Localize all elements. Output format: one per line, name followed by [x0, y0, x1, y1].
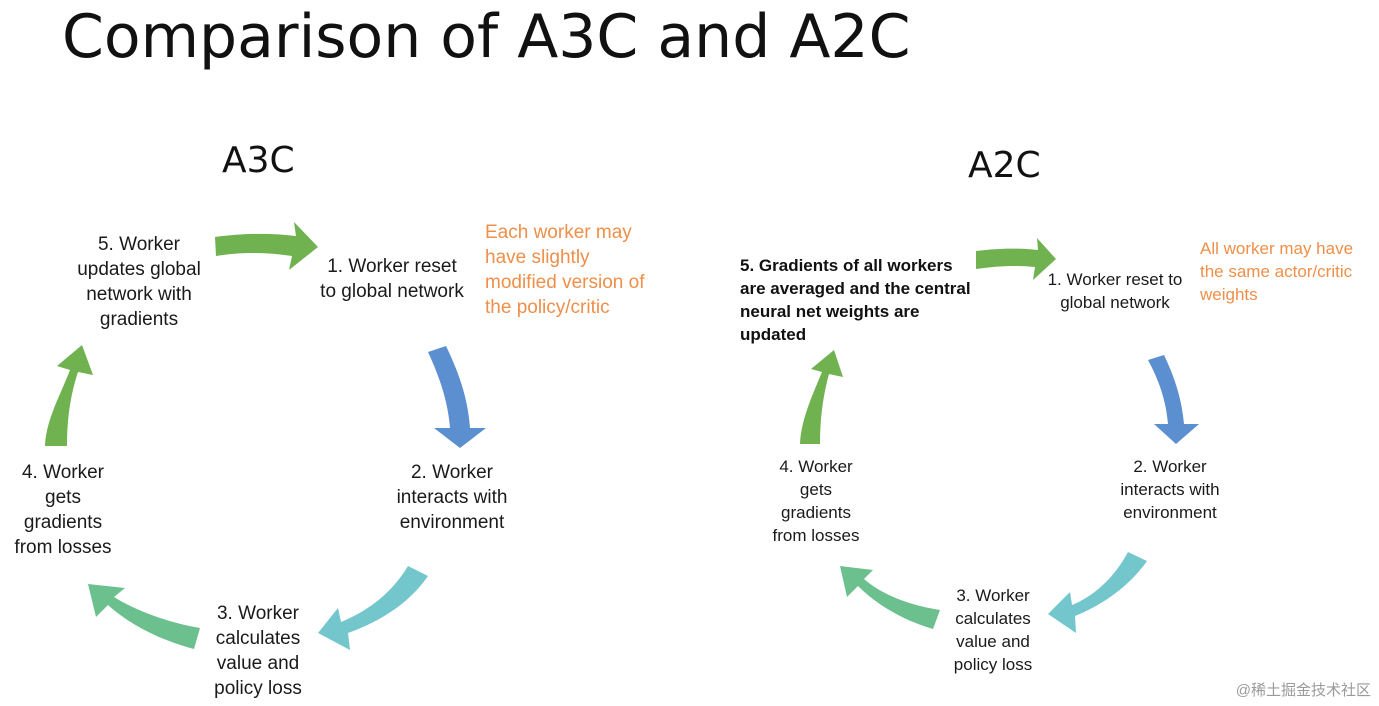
- a2c-arrow-2-to-3: [1048, 552, 1147, 633]
- a2c-step-2: 2. Worker interacts with environment: [1120, 457, 1220, 522]
- a2c-step-5: 5. Gradients of all workers are averaged…: [740, 256, 971, 344]
- a2c-arrow-4-to-5: [800, 350, 843, 444]
- a3c-step-3: 3. Worker calculates value and policy lo…: [214, 603, 302, 699]
- a3c-step-1: 1. Worker reset to global network: [320, 256, 464, 302]
- watermark: @稀土掘金技术社区: [1235, 682, 1371, 699]
- a2c-step-3: 3. Worker calculates value and policy lo…: [953, 586, 1033, 674]
- a3c-step-5: 5. Worker updates global network with gr…: [77, 234, 201, 330]
- a3c-heading: A3C: [222, 140, 295, 181]
- a3c-arrow-4-to-5: [45, 345, 93, 446]
- a2c-note: All worker may have the same actor/criti…: [1200, 239, 1354, 304]
- a3c-arrow-2-to-3: [318, 566, 428, 650]
- a2c-arrow-3-to-4: [840, 566, 940, 629]
- page-title: Comparison of A3C and A2C: [62, 2, 911, 72]
- a3c-arrow-1-to-2: [428, 346, 486, 448]
- a2c-step-1: 1. Worker reset to global network: [1047, 270, 1183, 312]
- a3c-arrow-3-to-4: [88, 584, 200, 649]
- a2c-arrow-1-to-2: [1148, 355, 1199, 444]
- a2c-arrow-5-to-1: [976, 238, 1056, 280]
- a2c-step-4: 4. Worker gets gradients from losses: [772, 457, 860, 545]
- a3c-note: Each worker may have slightly modified v…: [485, 222, 645, 318]
- a2c-heading: A2C: [968, 145, 1041, 186]
- a3c-step-2: 2. Worker interacts with environment: [396, 462, 508, 533]
- a3c-arrow-5-to-1: [215, 222, 318, 270]
- a3c-step-4: 4. Worker gets gradients from losses: [14, 462, 112, 558]
